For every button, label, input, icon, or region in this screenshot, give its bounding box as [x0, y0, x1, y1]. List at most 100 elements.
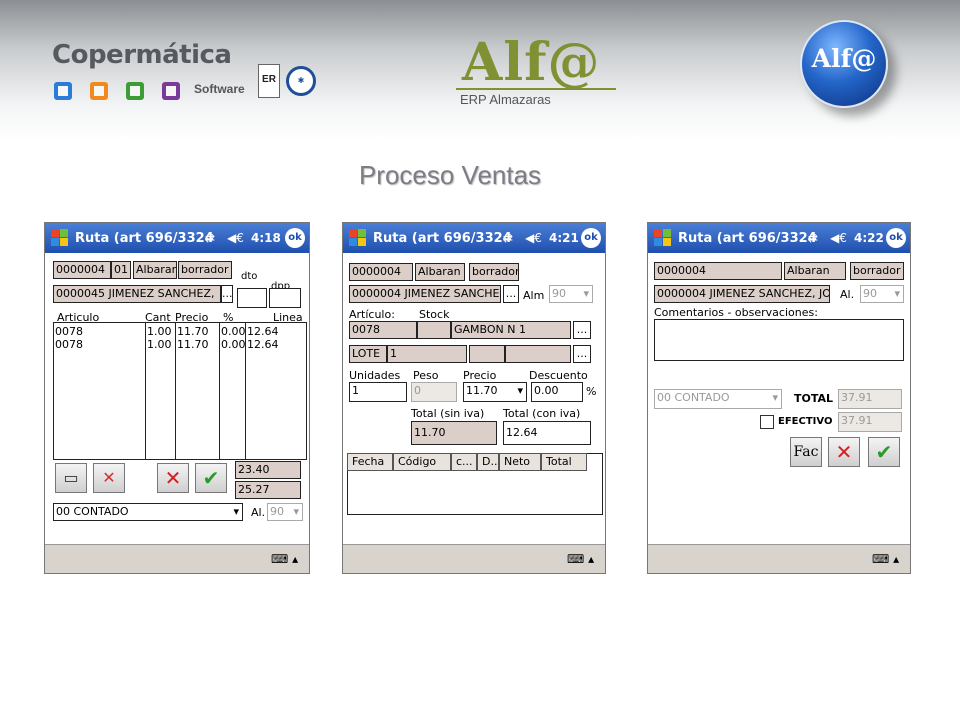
iqnet-certification-icon: ✱ [286, 66, 316, 96]
sync-icon[interactable]: ⇄ [503, 231, 514, 245]
dto-input[interactable] [237, 288, 267, 308]
total-sin-iva: 11.70 [411, 421, 497, 445]
soft-input-bar: ⌨ ▴ [648, 544, 910, 573]
lote-label: LOTE [349, 345, 387, 363]
dpp-input[interactable] [269, 288, 301, 308]
total-con-iva-label: Total (con iva) [503, 407, 581, 420]
invoice-button[interactable]: Fac [790, 437, 822, 467]
volume-icon[interactable]: ◀€ [830, 231, 847, 245]
article-name: GAMBON N 1 [451, 321, 571, 339]
screen-checkout: Ruta (art 696/3324 ⇄ ◀€ 4:22 ok 0000004 … [647, 222, 911, 574]
efectivo-checkbox[interactable] [760, 415, 774, 429]
window-title: Ruta (art 696/3324 [678, 231, 817, 246]
ok-button[interactable]: ok [285, 228, 305, 248]
keyboard-icon[interactable]: ⌨ ▴ [567, 552, 595, 566]
payment-select[interactable]: 00 CONTADO [53, 503, 243, 521]
dpp-label: dpp [271, 281, 291, 292]
volume-icon[interactable]: ◀€ [525, 231, 542, 245]
accept-button[interactable]: ✔ [868, 437, 900, 467]
volume-icon[interactable]: ◀€ [227, 231, 244, 245]
ok-button[interactable]: ok [581, 228, 601, 248]
close-icon: ✕ [835, 440, 853, 464]
page-title: Proceso Ventas [358, 160, 542, 190]
cancel-button[interactable]: ✕ [157, 463, 189, 493]
al-label: Al. [251, 506, 266, 519]
er-certification-icon: ER [258, 64, 280, 98]
soft-input-bar: ⌨ ▴ [45, 544, 309, 573]
title-bar: Ruta (art 696/3324 ⇄ ◀€ 4:21 ok [343, 223, 605, 253]
windows-start-icon[interactable] [654, 229, 672, 247]
row-pct: 0.00 [221, 338, 246, 351]
client-lookup-button[interactable]: ... [503, 285, 519, 303]
client-name: JIMENEZ SANCHEZ [404, 287, 501, 300]
sync-icon[interactable]: ⇄ [808, 231, 819, 245]
copermatica-software-label: Software [194, 82, 245, 96]
col-precio: Precio [175, 311, 209, 324]
article-code: 0078 [349, 321, 417, 339]
client-code: 0000045 [56, 287, 105, 300]
close-icon: ✕ [164, 466, 182, 490]
row-linea: 12.64 [247, 325, 279, 338]
ok-button[interactable]: ok [886, 228, 906, 248]
accept-button[interactable]: ✔ [195, 463, 227, 493]
total-sin-iva-label: Total (sin iva) [411, 407, 485, 420]
doc-type: Albaran [784, 262, 846, 280]
efectivo-value: 37.91 [838, 412, 902, 432]
article-lookup-button[interactable]: ... [573, 321, 591, 339]
grid-col-d[interactable]: D.. [477, 453, 499, 471]
check-icon: ✔ [202, 466, 220, 490]
client-code: 0000004 [352, 287, 401, 300]
grid-col-fecha[interactable]: Fecha [347, 453, 393, 471]
grid-col-neto[interactable]: Neto [499, 453, 541, 471]
peso-input[interactable]: 0 [411, 382, 457, 402]
copermatica-logo-text: Copermática [52, 40, 232, 70]
row-precio: 11.70 [177, 338, 209, 351]
peso-label: Peso [413, 369, 439, 382]
client-lookup-button[interactable]: ... [221, 285, 233, 303]
lines-list[interactable] [53, 322, 307, 460]
clock-time: 4:22 [854, 231, 884, 245]
keyboard-icon[interactable]: ⌨ ▴ [872, 552, 900, 566]
col-divider [219, 323, 220, 459]
col-articulo: Articulo [57, 311, 100, 324]
doc-number: 0000004 [53, 261, 111, 279]
precio-select[interactable]: 11.70 [463, 382, 527, 402]
al-label: Al. [840, 288, 855, 301]
al-select[interactable]: 90 [267, 503, 303, 521]
title-bar: Ruta (art 696/3324 ⇄ ◀€ 4:18 ok [45, 223, 309, 253]
delete-line-button[interactable]: ✕ [93, 463, 125, 493]
col-divider [145, 323, 146, 459]
doc-number: 0000004 [654, 262, 782, 280]
article-stock [417, 321, 451, 339]
lote-lookup-button[interactable]: ... [573, 345, 591, 363]
row-articulo: 0078 [55, 338, 83, 351]
grid-col-codigo[interactable]: Código [393, 453, 451, 471]
total-gross: 25.27 [235, 481, 301, 499]
sync-icon[interactable]: ⇄ [205, 231, 216, 245]
keyboard-icon[interactable]: ⌨ ▴ [271, 552, 299, 566]
alfa-logo: Alf@ [462, 32, 601, 93]
articulo-label: Artículo: [349, 308, 395, 321]
client-name: JIMENEZ SANCHEZ, JO [709, 287, 830, 300]
payment-select[interactable]: 00 CONTADO [654, 389, 782, 409]
row-precio: 11.70 [177, 325, 209, 338]
al-select[interactable]: 90 [860, 285, 904, 303]
new-document-icon: ▭ [63, 468, 79, 487]
lote-value: 1 [387, 345, 467, 363]
cancel-button[interactable]: ✕ [828, 437, 860, 467]
new-line-button[interactable]: ▭ [55, 463, 87, 493]
grid-col-c[interactable]: c... [451, 453, 477, 471]
windows-start-icon[interactable] [349, 229, 367, 247]
col-divider [245, 323, 246, 459]
clock-time: 4:18 [251, 231, 281, 245]
grid-col-total[interactable]: Total [541, 453, 587, 471]
unidades-input[interactable]: 1 [349, 382, 407, 402]
efectivo-label: EFECTIVO [778, 416, 833, 427]
dto-label: dto [241, 271, 258, 282]
comments-textarea[interactable] [654, 319, 904, 361]
alm-select[interactable]: 90 [549, 285, 593, 303]
windows-start-icon[interactable] [51, 229, 69, 247]
total-con-iva: 12.64 [503, 421, 591, 445]
precio-label: Precio [463, 369, 497, 382]
descuento-input[interactable]: 0.00 [531, 382, 583, 402]
